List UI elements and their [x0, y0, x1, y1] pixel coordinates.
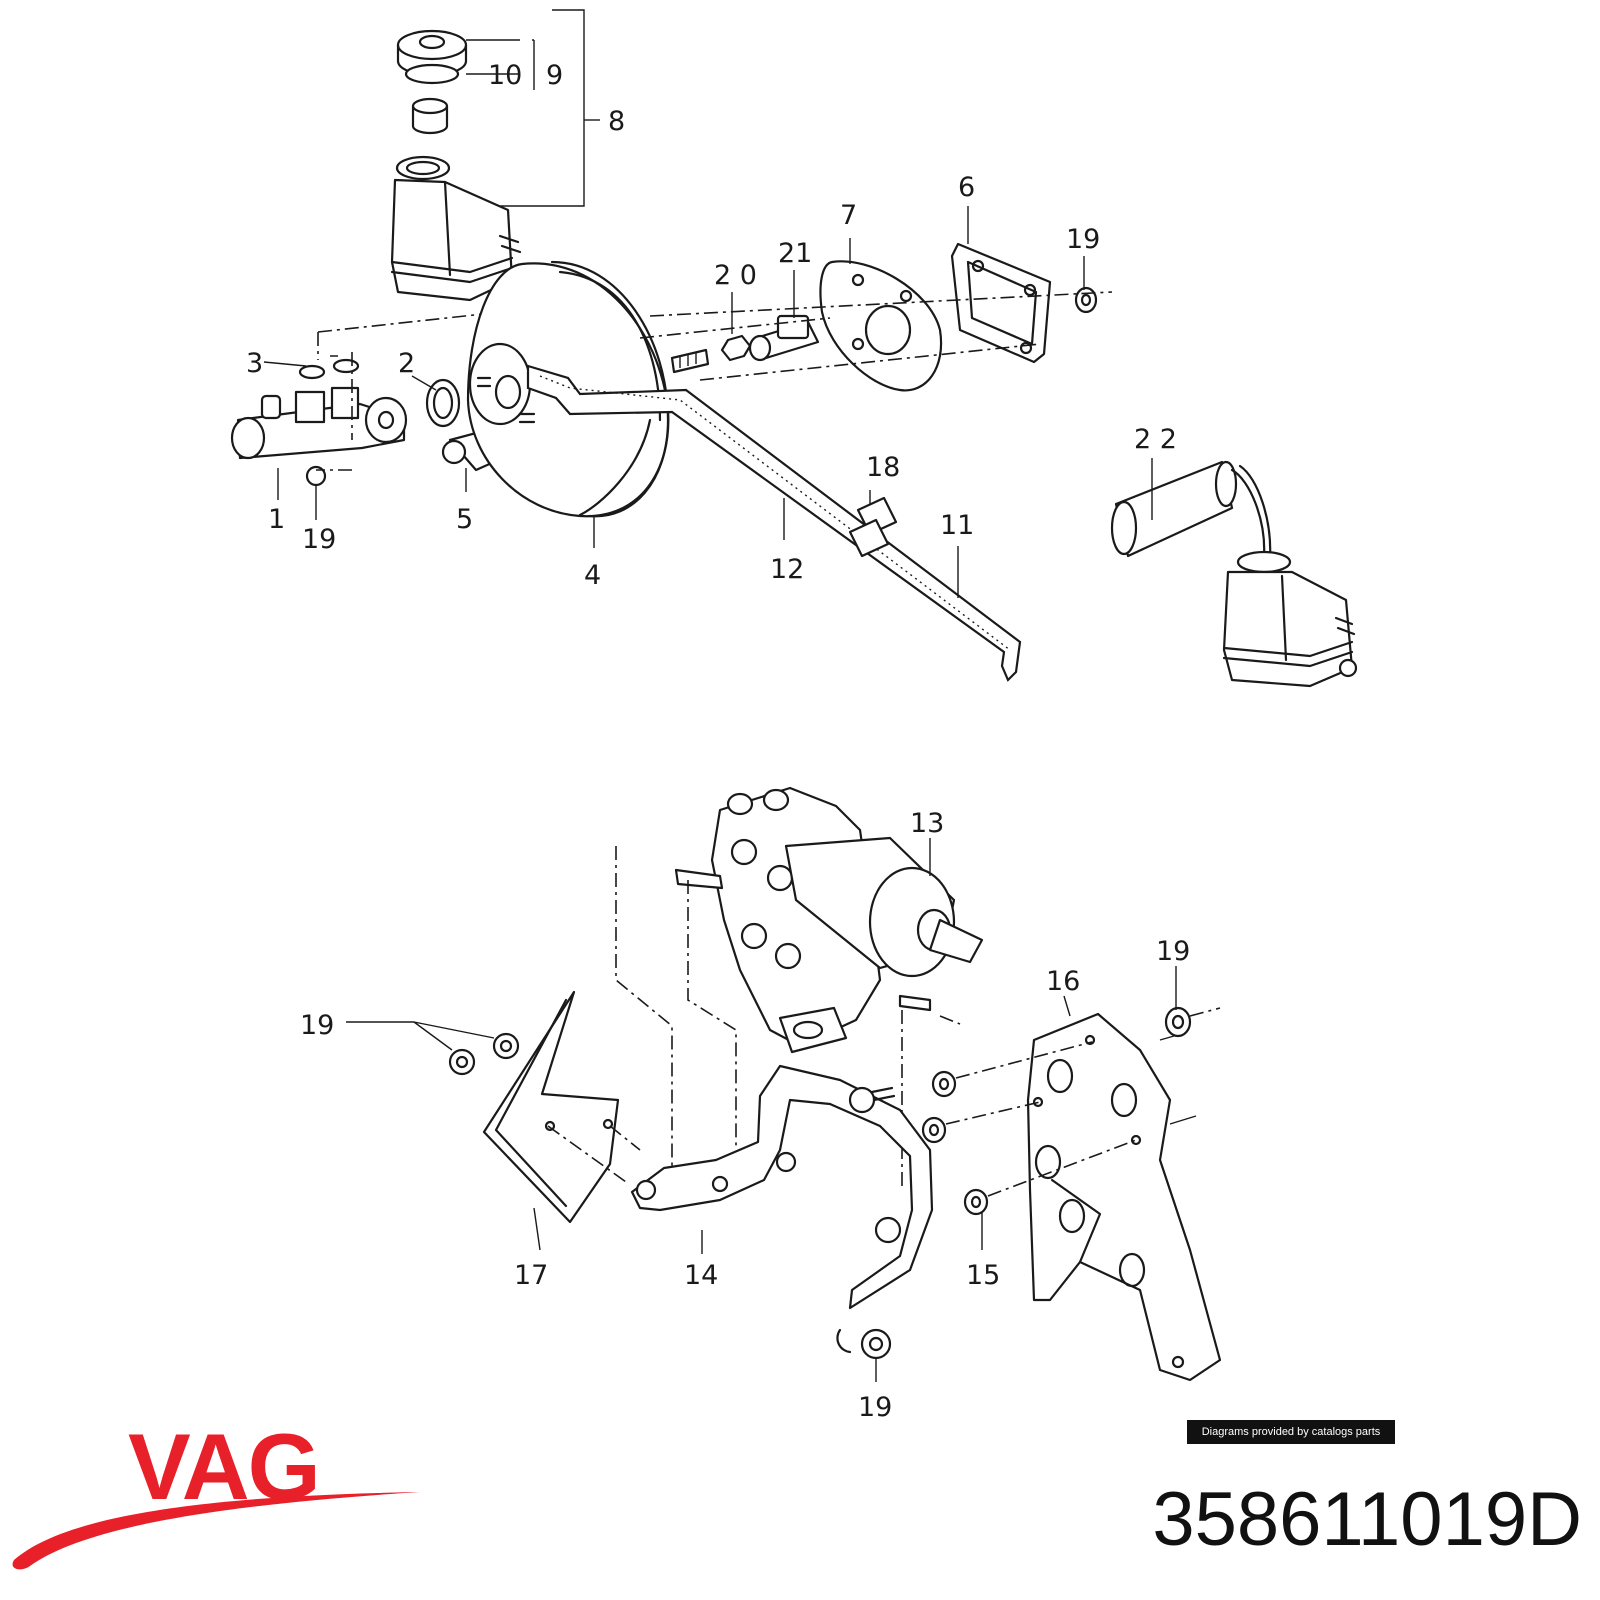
callout-8: 8 — [608, 106, 625, 137]
callout-19-c: 19 — [300, 1010, 334, 1041]
callout-3: 3 — [246, 348, 263, 379]
callout-4: 4 — [584, 560, 601, 591]
callout-16: 16 — [1046, 966, 1080, 997]
callout-9: 9 — [546, 60, 563, 91]
callout-13: 13 — [910, 808, 944, 839]
callout-2: 2 — [398, 348, 415, 379]
vacuum-hose — [526, 364, 1022, 682]
brand-logo: VAG — [128, 1414, 321, 1519]
mounting-plate-16 — [921, 1006, 1222, 1382]
callout-labels: 1 2 3 4 5 6 7 8 9 10 11 12 13 14 15 16 1… — [246, 60, 1190, 1423]
callout-7: 7 — [840, 200, 857, 231]
callout-14: 14 — [684, 1260, 718, 1291]
callout-15: 15 — [966, 1260, 1000, 1291]
heat-shield-17 — [346, 990, 641, 1224]
callout-21: 21 — [778, 238, 812, 269]
mounting-parts-upper — [639, 242, 1113, 392]
bracket-14 — [630, 1064, 934, 1360]
callout-19-e: 19 — [858, 1392, 892, 1423]
callout-6: 6 — [958, 172, 975, 203]
callout-17: 17 — [514, 1260, 548, 1291]
part-number: 358611019D — [1152, 1477, 1582, 1562]
callout-1: 1 — [268, 504, 285, 535]
vag-logo-swoosh — [12, 1492, 421, 1570]
leader-lines — [263, 206, 1177, 1382]
callout-10: 10 — [488, 60, 522, 91]
fluid-reservoir-kit — [1110, 460, 1358, 688]
reservoir-assembly — [390, 9, 600, 302]
callout-19-d: 19 — [1156, 936, 1190, 967]
callout-11: 11 — [940, 510, 974, 541]
callout-18: 18 — [866, 452, 900, 483]
hydraulic-unit — [615, 786, 984, 1190]
callout-20: 2 0 — [714, 260, 757, 291]
callout-22: 2 2 — [1134, 424, 1177, 455]
callout-19-a: 19 — [302, 524, 336, 555]
credit-badge: Diagrams provided by catalogs parts — [1187, 1420, 1395, 1444]
brake-booster — [466, 260, 710, 518]
callout-19-b: 19 — [1066, 224, 1100, 255]
callout-5: 5 — [456, 504, 473, 535]
callout-12: 12 — [770, 554, 804, 585]
